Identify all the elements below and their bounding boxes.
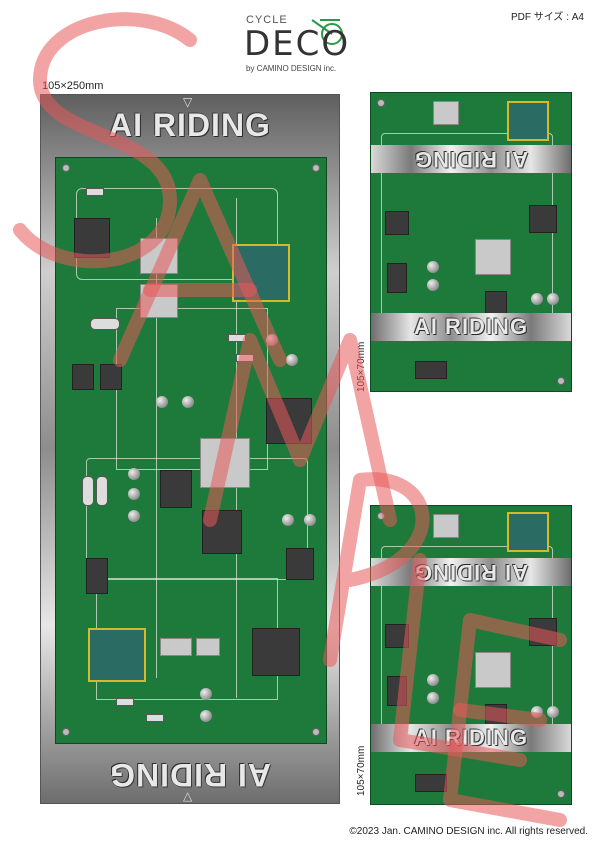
large-size-label: 105×250mm: [42, 80, 104, 92]
brand-logo: CYCLE DECO by CAMINO DESIGN inc.: [242, 14, 352, 76]
ic-chip: [86, 558, 108, 594]
large-sticker: ▽ AI RIDING: [40, 94, 340, 804]
ic-chip: [286, 548, 314, 580]
logo-sub-text: by CAMINO DESIGN inc.: [246, 64, 337, 73]
cpu-chip: [232, 244, 290, 302]
ic-chip: [100, 364, 122, 390]
metal-pad: [140, 238, 178, 274]
small2-bottom-title: AI RIDING: [371, 724, 571, 752]
small2-sticker: AI RIDING AI RIDING: [370, 505, 572, 805]
large-top-title: AI RIDING: [109, 106, 271, 143]
cpu-chip: [88, 628, 146, 682]
large-bottom-title: AI RIDING: [109, 757, 271, 794]
metal-pad: [196, 638, 220, 656]
logo-bike-icon: [306, 16, 346, 46]
bottom-arrow-icon: △: [183, 789, 193, 803]
small1-sticker: AI RIDING AI RIDING: [370, 92, 572, 392]
pdf-size-label: PDF サイズ : A4: [510, 12, 584, 23]
small1-size-label: 105×70mm: [356, 341, 367, 392]
logo-top-text: CYCLE: [246, 14, 288, 26]
logo-main-text: DECO: [244, 24, 351, 64]
metal-pad: [160, 638, 192, 656]
small2-top-title: AI RIDING: [371, 558, 571, 586]
small1-top-title: AI RIDING: [371, 145, 571, 173]
ic-chip: [252, 628, 300, 676]
ic-chip: [72, 364, 94, 390]
small2-size-label: 105×70mm: [356, 745, 367, 796]
copyright-text: ©2023 Jan. CAMINO DESIGN inc. All rights…: [349, 826, 588, 837]
large-pcb-area: [55, 157, 327, 744]
ic-chip: [160, 470, 192, 508]
ic-chip: [266, 398, 312, 444]
small1-bottom-title: AI RIDING: [371, 313, 571, 341]
ic-chip: [202, 510, 242, 554]
metal-pad: [200, 438, 250, 488]
metal-pad: [140, 284, 178, 318]
ic-chip: [74, 218, 110, 258]
